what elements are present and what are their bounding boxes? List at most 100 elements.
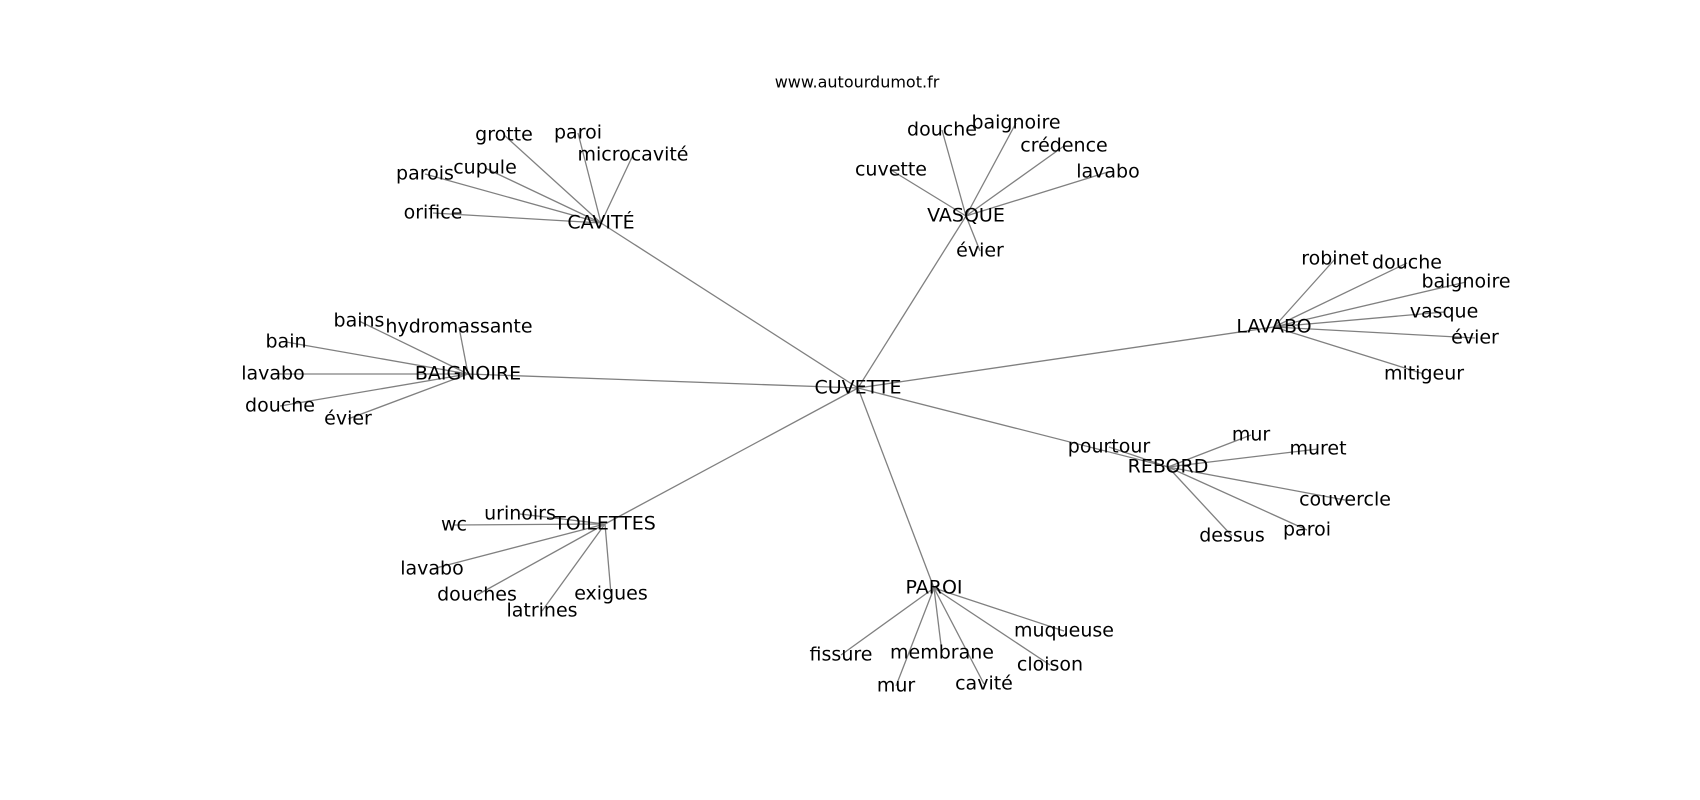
edge-lavabo-mitigeur xyxy=(1273,326,1425,375)
edge-toilettes-urinoirs xyxy=(519,513,606,525)
edge-toilettes-wc xyxy=(453,523,606,526)
node-leaf-vasque-douche: douche xyxy=(907,119,977,141)
edge-cavite-grotte xyxy=(503,134,602,224)
edge-cuvette-lavabo xyxy=(857,326,1275,389)
edge-vasque-douche xyxy=(941,129,967,217)
edge-cuvette-baignoire xyxy=(467,373,859,389)
edge-paroi-membrane xyxy=(933,587,943,654)
edge-lavabo-douche xyxy=(1273,262,1408,328)
node-hub-toilettes: TOILETTES xyxy=(553,513,656,535)
edge-rebord-paroi xyxy=(1167,466,1308,531)
node-leaf-vasque-evier: évier xyxy=(956,240,1004,262)
node-leaf-paroi-cloison: cloison xyxy=(1017,654,1083,676)
node-hub-cavite: CAVITÉ xyxy=(567,211,634,234)
node-leaf-baignoire-evier: évier xyxy=(324,408,372,430)
node-leaf-paroi-cavite: cavité xyxy=(955,673,1013,695)
edge-toilettes-lavabo xyxy=(431,523,606,570)
edge-baignoire-evier xyxy=(347,373,469,420)
edge-paroi-fissure xyxy=(840,587,935,656)
edge-paroi-cavite xyxy=(933,587,985,685)
node-leaf-cavite-paroi: paroi xyxy=(554,122,602,144)
edge-toilettes-exigues xyxy=(604,523,612,595)
edge-baignoire-hydromassante xyxy=(458,326,469,375)
node-leaf-toilettes-latrines: latrines xyxy=(506,600,577,622)
node-leaf-toilettes-urinoirs: urinoirs xyxy=(484,503,556,525)
edge-rebord-couvercle xyxy=(1167,466,1346,501)
node-leaf-baignoire-douche: douche xyxy=(245,395,315,417)
node-leaf-vasque-cuvette: cuvette xyxy=(855,159,927,181)
node-leaf-baignoire-lavabo: lavabo xyxy=(241,363,305,385)
edge-vasque-evier xyxy=(965,215,981,252)
node-hub-lavabo: LAVABO xyxy=(1236,316,1311,338)
node-leaf-cavite-cupule: cupule xyxy=(453,157,517,179)
node-leaf-baignoire-bain: bain xyxy=(265,331,306,353)
node-leaf-lavabo-mitigeur: mitigeur xyxy=(1384,363,1464,385)
edge-lavabo-evier xyxy=(1273,326,1476,339)
node-leaf-cavite-orifice: orifice xyxy=(404,202,463,224)
node-leaf-paroi-mur: mur xyxy=(877,675,916,697)
edge-vasque-cuvette xyxy=(890,169,967,217)
node-center: CUVETTE xyxy=(814,377,901,399)
edge-toilettes-latrines xyxy=(541,523,606,612)
edge-paroi-cloison xyxy=(933,587,1051,666)
edge-toilettes-douches xyxy=(476,523,606,596)
node-leaf-lavabo-baignoire: baignoire xyxy=(1421,271,1510,293)
node-leaf-lavabo-robinet: robinet xyxy=(1301,248,1369,270)
edge-baignoire-bain xyxy=(285,341,469,375)
edge-cuvette-vasque xyxy=(857,215,967,389)
edge-cavite-orifice xyxy=(432,212,602,224)
node-hub-vasque: VASQUE xyxy=(927,205,1005,227)
edge-cavite-cupule xyxy=(484,167,602,224)
node-leaf-rebord-muret: muret xyxy=(1289,438,1346,460)
node-leaf-rebord-mur: mur xyxy=(1232,424,1271,446)
edge-baignoire-bains xyxy=(358,320,469,375)
node-leaf-rebord-pourtour: pourtour xyxy=(1068,436,1151,458)
node-leaf-paroi-membrane: membrane xyxy=(890,642,994,664)
node-leaf-lavabo-douche: douche xyxy=(1372,252,1442,274)
node-leaf-paroi-muqueuse: muqueuse xyxy=(1014,620,1114,642)
node-leaf-toilettes-exigues: exigues xyxy=(574,583,648,605)
edge-rebord-mur xyxy=(1167,434,1252,468)
node-hub-rebord: REBORD xyxy=(1128,456,1209,478)
node-leaf-cavite-parois: parois xyxy=(396,163,454,185)
edge-cuvette-rebord xyxy=(857,387,1169,468)
edge-cuvette-paroi xyxy=(857,387,935,589)
node-leaf-lavabo-evier: évier xyxy=(1451,327,1499,349)
node-leaf-toilettes-douches: douches xyxy=(437,584,517,606)
edge-lavabo-baignoire xyxy=(1273,281,1467,328)
edge-vasque-credence xyxy=(965,145,1065,217)
edge-cavite-microcavite xyxy=(600,154,634,224)
node-leaf-toilettes-wc: wc xyxy=(441,514,467,536)
node-leaf-paroi-fissure: fissure xyxy=(810,644,873,666)
node-leaf-cavite-grotte: grotte xyxy=(475,124,533,146)
node-leaf-rebord-couvercle: couvercle xyxy=(1299,489,1391,511)
node-leaf-vasque-baignoire: baignoire xyxy=(971,112,1060,134)
node-leaf-rebord-paroi: paroi xyxy=(1283,519,1331,541)
node-leaf-baignoire-bains: bains xyxy=(334,310,385,332)
node-leaf-cavite-microcavite: microcavité xyxy=(577,144,688,166)
node-hub-paroi: PAROI xyxy=(906,577,963,599)
node-leaf-lavabo-vasque: vasque xyxy=(1410,301,1479,323)
node-leaf-rebord-dessus: dessus xyxy=(1199,525,1265,547)
node-leaf-baignoire-hydromassante: hydromassante xyxy=(385,316,532,338)
node-leaf-toilettes-lavabo: lavabo xyxy=(400,558,464,580)
node-hub-baignoire: BAIGNOIRE xyxy=(415,363,521,385)
edge-baignoire-douche xyxy=(279,373,469,407)
edge-cuvette-cavite xyxy=(600,222,859,389)
edge-paroi-mur xyxy=(895,587,935,687)
edges-layer xyxy=(273,122,1476,687)
edge-lavabo-robinet xyxy=(1273,258,1336,328)
site-label: www.autourdumot.fr xyxy=(775,73,940,92)
edge-vasque-baignoire xyxy=(965,122,1017,217)
edge-paroi-muqueuse xyxy=(933,587,1065,632)
edge-rebord-muret xyxy=(1167,448,1319,468)
edge-cuvette-toilettes xyxy=(604,387,859,525)
labels-layer: www.autourdumot.fr CUVETTE CAVITÉ grotte pa… xyxy=(241,73,1510,697)
edge-rebord-pourtour xyxy=(1108,446,1169,468)
edge-cavite-paroi xyxy=(577,132,602,224)
edge-rebord-dessus xyxy=(1167,466,1233,537)
edge-lavabo-vasque xyxy=(1273,311,1445,328)
node-leaf-vasque-credence: crédence xyxy=(1020,135,1107,157)
edge-cavite-parois xyxy=(424,173,602,224)
